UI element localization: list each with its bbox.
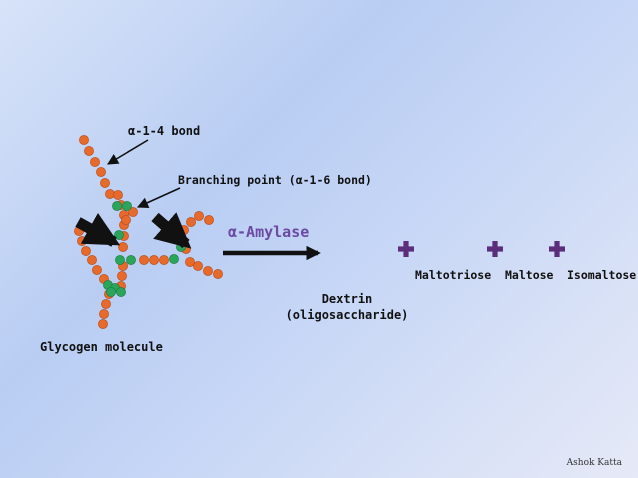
glucose-unit xyxy=(186,217,196,227)
branch-glucose-unit xyxy=(112,201,122,211)
branch-glucose-unit xyxy=(106,287,116,297)
author-credit: Ashok Katta xyxy=(566,458,622,468)
glucose-unit xyxy=(194,211,204,221)
glucose-unit xyxy=(81,246,91,256)
branching-pointer-arrow xyxy=(136,187,181,208)
glucose-unit xyxy=(213,269,223,279)
glucose-unit xyxy=(117,271,127,281)
branch-glucose-unit xyxy=(126,255,136,265)
plus-icon xyxy=(398,241,414,257)
branching-point-label: Branching point (α-1-6 bond) xyxy=(178,173,372,187)
enzyme-attack-arrow-left xyxy=(75,212,121,247)
glucose-unit xyxy=(96,167,106,177)
glucose-unit xyxy=(87,255,97,265)
glucose-unit xyxy=(99,309,109,319)
branch-glucose-unit xyxy=(122,201,132,211)
alpha14-pointer-arrow xyxy=(107,139,149,165)
glycogen-molecule-label: Glycogen molecule xyxy=(40,340,163,354)
glucose-unit xyxy=(185,257,195,267)
glucose-unit xyxy=(100,178,110,188)
plus-icon xyxy=(549,241,565,257)
glucose-unit xyxy=(203,266,213,276)
glucose-unit xyxy=(159,255,169,265)
isomaltose-label: Isomaltose xyxy=(567,268,637,282)
glucose-unit xyxy=(118,242,128,252)
glucose-unit xyxy=(193,261,203,271)
glucose-unit xyxy=(101,299,111,309)
glucose-unit xyxy=(113,190,123,200)
glucose-unit xyxy=(77,236,87,246)
glucose-unit xyxy=(84,146,94,156)
maltose-label: Maltose xyxy=(505,268,554,282)
plus-icon xyxy=(487,241,503,257)
glucose-unit xyxy=(98,319,108,329)
branch-point-units xyxy=(103,201,186,297)
branch-glucose-unit xyxy=(115,255,125,265)
dextrin-line1: Dextrin xyxy=(321,292,373,306)
dextrin-label: Dextrin (oligosaccharide) xyxy=(285,292,409,322)
glucose-unit xyxy=(79,135,89,145)
glucose-unit xyxy=(128,207,138,217)
glucose-unit xyxy=(121,215,131,225)
alpha14-bond-label: α-1-4 bond xyxy=(128,124,201,138)
branch-glucose-unit xyxy=(169,254,179,264)
maltotriose-label: Maltotriose xyxy=(415,268,492,282)
glucose-unit xyxy=(92,265,102,275)
branch-glucose-unit xyxy=(116,287,126,297)
enzyme-attack-arrow-right xyxy=(151,212,192,249)
enzyme-label: α-Amylase xyxy=(228,223,310,241)
dextrin-line2: (oligosaccharide) xyxy=(285,308,409,322)
glucose-unit xyxy=(139,255,149,265)
glucose-unit xyxy=(90,157,100,167)
glucose-unit xyxy=(149,255,159,265)
glucose-unit xyxy=(204,215,214,225)
